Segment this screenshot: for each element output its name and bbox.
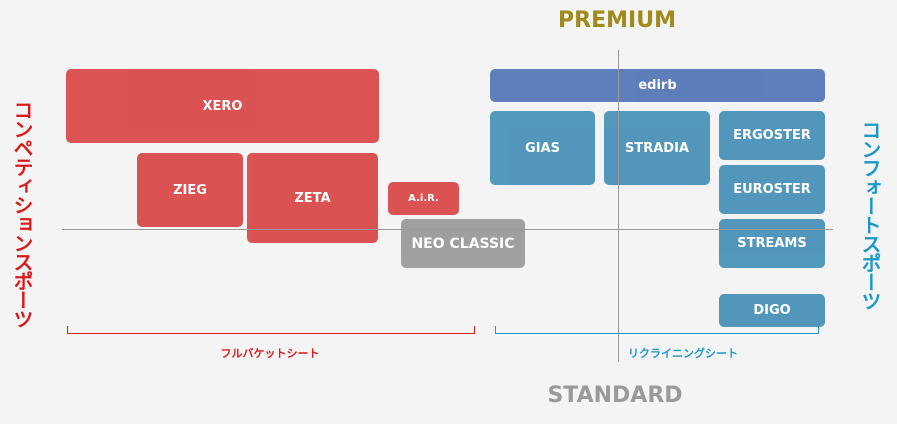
product-neo-classic[interactable]: NEO CLASSIC (401, 219, 525, 268)
horizontal-axis (62, 229, 833, 230)
vertical-axis (618, 50, 619, 362)
product-ergoster[interactable]: ERGOSTER (719, 111, 825, 160)
product-air[interactable]: A.i.R. (388, 182, 459, 215)
product-euroster[interactable]: EUROSTER (719, 165, 825, 214)
product-edirb[interactable]: edirb (490, 69, 825, 102)
product-zieg[interactable]: ZIEG (137, 153, 243, 227)
product-zeta[interactable]: ZETA (247, 153, 378, 243)
full-bucket-label: フルバケットシート (220, 347, 320, 360)
product-xero[interactable]: XERO (66, 69, 379, 143)
reclining-label: リクライニングシート (628, 347, 738, 360)
product-gias[interactable]: GIAS (490, 111, 595, 185)
product-stradia[interactable]: STRADIA (604, 111, 710, 185)
full-bucket-bracket (67, 326, 475, 334)
standard-label: STANDARD (547, 383, 683, 408)
comfort-sports-label: コンフォートスポーツ (858, 120, 882, 310)
product-streams[interactable]: STREAMS (719, 219, 825, 268)
product-digo[interactable]: DIGO (719, 294, 825, 327)
competition-sports-label: コンペティションスポーツ (10, 100, 34, 328)
reclining-bracket (495, 326, 819, 334)
premium-label: PREMIUM (558, 8, 676, 33)
